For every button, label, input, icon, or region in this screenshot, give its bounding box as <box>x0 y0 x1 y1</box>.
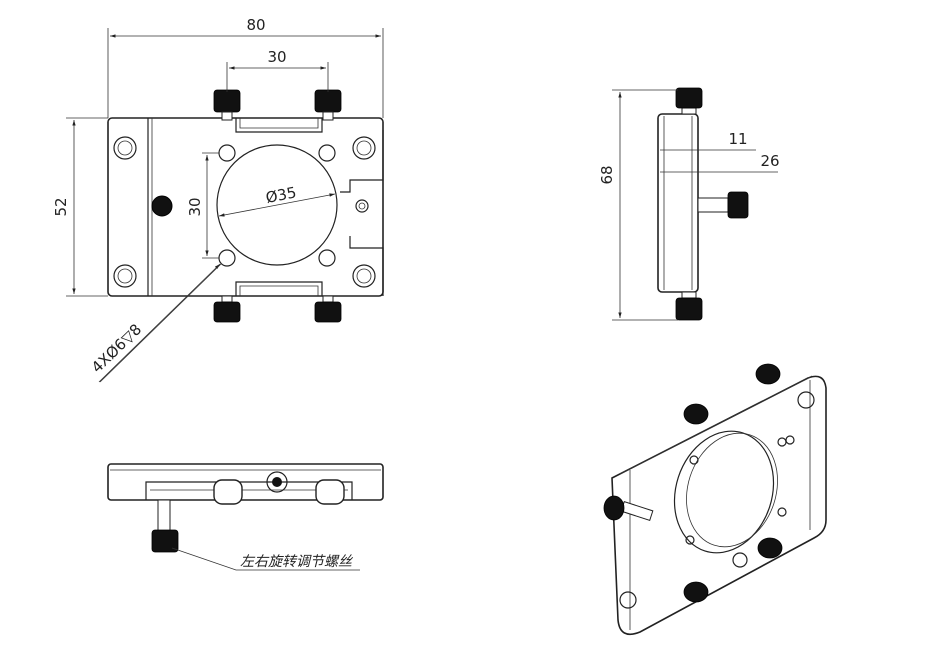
front-right-notch <box>340 130 384 296</box>
front-corner-holes <box>113 136 376 288</box>
dim-side-height: 68 <box>598 89 678 321</box>
dim-hole-spacing: 30 <box>186 152 219 259</box>
front-bottom-slot <box>235 281 323 296</box>
iso-plate <box>611 375 827 636</box>
front-top-slot <box>235 118 323 133</box>
bottom-center-hole <box>266 471 288 493</box>
dim-spacing: 30 <box>226 48 329 92</box>
dim-height: 52 <box>52 117 108 297</box>
side-view: 68 11 26 <box>598 87 780 321</box>
front-plate-outline <box>107 117 384 297</box>
front-bottom-knobs <box>213 295 342 323</box>
bottom-screw-shaft <box>157 499 171 533</box>
side-bottom-knob-shaft <box>681 291 697 299</box>
hole-callout-text: 4XØ6▽8 <box>88 320 145 376</box>
isometric-view <box>603 363 827 636</box>
bottom-knob-left <box>213 479 243 505</box>
dim-depth-text: 26 <box>760 152 779 170</box>
dim-thickness: 11 <box>660 130 756 151</box>
dim-depth: 26 <box>660 152 780 173</box>
side-screw-shaft <box>697 197 729 213</box>
dim-width: 80 <box>107 16 384 118</box>
front-filled-hole <box>151 195 173 217</box>
side-top-knob <box>675 87 703 109</box>
front-small-hole <box>355 199 369 213</box>
dim-height-text: 52 <box>52 197 70 216</box>
dim-thickness-text: 11 <box>728 130 747 148</box>
side-top-knob-shaft <box>681 107 697 115</box>
front-view: 80 30 52 30 Ø35 <box>52 16 384 383</box>
screw-note-text: 左右旋转调节螺丝 <box>240 554 354 570</box>
dim-aperture-text: Ø35 <box>264 183 298 207</box>
dim-side-height-text: 68 <box>598 165 616 184</box>
screw-note-leader <box>171 547 360 571</box>
aperture-circle <box>216 144 338 266</box>
dim-width-text: 80 <box>246 16 265 34</box>
bottom-view: 左右旋转调节螺丝 <box>107 463 384 571</box>
front-top-knobs <box>213 89 342 121</box>
dim-hole-spacing-text: 30 <box>186 197 204 216</box>
bottom-knob-right <box>315 479 345 505</box>
side-screw-knob <box>727 191 749 219</box>
side-bottom-knob <box>675 297 703 321</box>
bottom-screw-knob <box>151 529 179 553</box>
dim-aperture: Ø35 <box>218 183 336 217</box>
dim-spacing-text: 30 <box>267 48 286 66</box>
iso-knobs <box>603 363 783 603</box>
